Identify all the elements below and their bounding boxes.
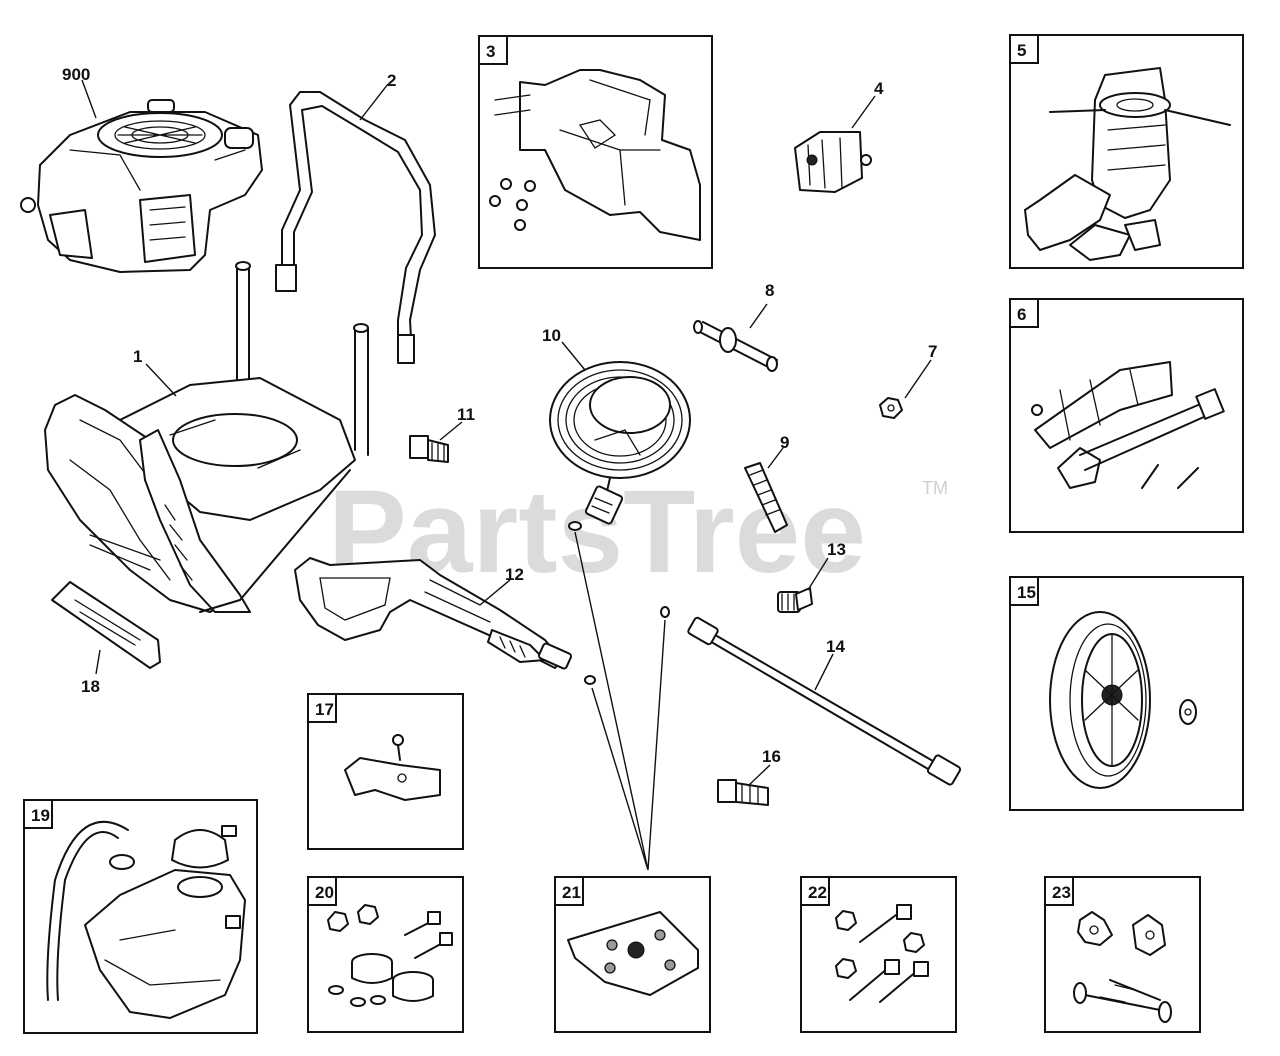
washers[interactable] (568, 521, 670, 685)
box-20[interactable]: 20 (307, 876, 464, 1033)
box-3[interactable]: 3 (478, 35, 713, 269)
part-nut[interactable] (879, 397, 903, 419)
part-spray-gun[interactable] (294, 557, 572, 670)
box-17[interactable]: 17 (307, 693, 464, 850)
part-fitting-11[interactable] (409, 435, 449, 463)
part-handle[interactable] (275, 91, 436, 364)
callout-4: 4 (874, 79, 884, 98)
part-plate[interactable] (51, 581, 161, 669)
part-wand[interactable] (687, 616, 962, 786)
callout-12: 12 (505, 565, 524, 584)
callout-13: 13 (827, 540, 846, 559)
callout-11: 11 (457, 405, 475, 424)
box-label-5: 5 (1017, 41, 1026, 60)
callout-7: 7 (928, 342, 937, 361)
box-label-19: 19 (31, 806, 50, 825)
callout-14: 14 (826, 637, 845, 656)
box-3-screws (489, 178, 536, 231)
box-label-3: 3 (486, 42, 495, 61)
box-label-17: 17 (315, 700, 334, 719)
callout-16: 16 (762, 747, 781, 766)
part-axle[interactable] (693, 320, 778, 372)
part-hose[interactable] (549, 361, 691, 525)
part-strap[interactable] (744, 462, 788, 533)
box-label-15: 15 (1017, 583, 1036, 602)
box-6[interactable]: 6 (1009, 298, 1244, 533)
callout-2: 2 (387, 71, 396, 90)
box-label-21: 21 (562, 883, 581, 902)
box-5[interactable]: 5 (1009, 34, 1244, 269)
box-22[interactable]: 22 (800, 876, 957, 1033)
watermark-trademark: TM (922, 478, 948, 498)
box-15[interactable]: 15 (1009, 576, 1244, 811)
box-label-20: 20 (315, 883, 334, 902)
box-label-6: 6 (1017, 305, 1026, 324)
callout-18: 18 (81, 677, 100, 696)
box-21[interactable]: 21 (554, 876, 711, 1033)
part-engine[interactable] (20, 99, 263, 273)
callout-9: 9 (780, 433, 789, 452)
callout-900: 900 (62, 65, 90, 84)
part-frame[interactable] (44, 261, 369, 613)
part-fitting-16[interactable] (717, 779, 769, 806)
callout-1: 1 (133, 347, 142, 366)
part-pump-head[interactable] (794, 131, 872, 193)
callout-8: 8 (765, 281, 774, 300)
part-fitting-13[interactable] (777, 587, 813, 613)
box-23[interactable]: 23 (1044, 876, 1201, 1033)
box-label-23: 23 (1052, 883, 1071, 902)
callout-10: 10 (542, 326, 561, 345)
box-19[interactable]: 19 (23, 799, 258, 1034)
box-label-22: 22 (808, 883, 827, 902)
